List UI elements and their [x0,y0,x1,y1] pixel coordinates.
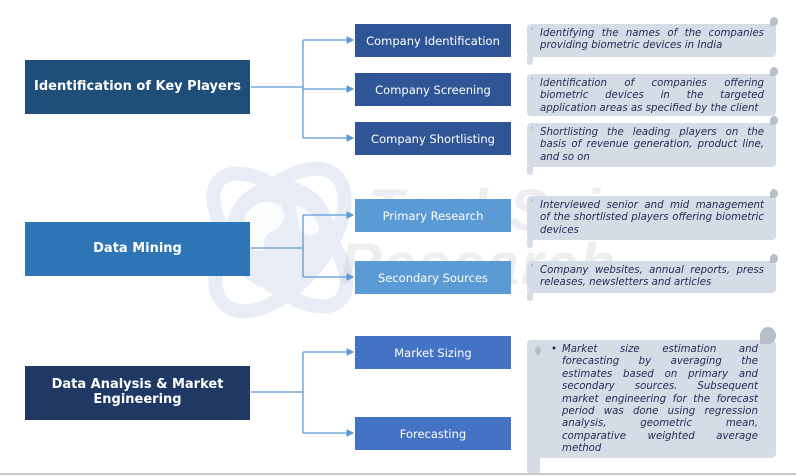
note-company-shortlisting: Shortlisting the leading players on the … [527,116,778,175]
stage-data-analysis-market-engineering: Data Analysis & Market Engineering [25,366,250,420]
step-label: Forecasting [399,426,467,441]
note-text: Company websites, annual reports, press … [540,265,764,289]
step-company-screening: Company Screening [355,73,511,106]
step-forecasting: Forecasting [355,417,511,450]
scroll-tail-icon [527,456,540,474]
step-company-identification: Company Identification [355,24,511,57]
stage-data-mining: Data Mining [25,222,250,276]
scroll-curl-icon [770,67,778,76]
note-secondary-sources: Company websites, annual reports, press … [527,254,778,301]
scroll-tail-icon [527,239,533,248]
scroll-tail-icon [527,166,533,175]
scroll-curl-icon [770,254,778,263]
scroll-dot-icon [531,126,533,129]
step-company-shortlisting: Company Shortlisting [355,122,511,155]
note-text: Market size estimation and forecasting b… [562,344,758,455]
scroll-curl-icon [770,189,778,198]
stage-identification-of-key-players: Identification of Key Players [25,60,250,114]
step-label: Primary Research [382,208,484,223]
bottom-divider [0,473,796,475]
scroll-dot-icon [531,27,533,30]
scroll-dot-icon [531,77,533,80]
step-market-sizing: Market Sizing [355,336,511,369]
stage-title: Identification of Key Players [34,78,241,94]
step-label: Company Screening [375,82,491,97]
bullet-icon: • [551,344,558,355]
step-label: Market Sizing [394,345,472,360]
note-text: Shortlisting the leading players on the … [540,127,764,163]
scroll-dot-icon [531,264,533,267]
scroll-curl-icon [760,327,776,344]
scroll-tail-icon [527,292,533,301]
step-label: Company Identification [366,33,500,48]
note-text: Identification of companies offering bio… [540,78,764,114]
scroll-dot-icon [535,346,541,355]
note-company-identification: Identifying the names of the companies p… [527,17,778,65]
scroll-tail-icon [527,56,533,65]
scroll-curl-icon [770,17,778,26]
step-label: Secondary Sources [377,270,489,285]
note-market-engineering: • Market size estimation and forecasting… [527,327,776,474]
scroll-dot-icon [531,199,533,202]
stage-title: Data Mining [93,240,182,256]
step-secondary-sources: Secondary Sources [355,261,511,294]
note-text: Identifying the names of the companies p… [540,28,764,52]
stage-title: Data Analysis & Market Engineering [51,377,224,407]
note-text: Interviewed senior and mid management of… [540,200,764,236]
note-primary-research: Interviewed senior and mid management of… [527,189,778,248]
note-company-screening: Identification of companies offering bio… [527,67,778,116]
step-primary-research: Primary Research [355,199,511,232]
watermark-globe-icon [206,161,354,319]
scroll-curl-icon [770,116,778,125]
step-label: Company Shortlisting [371,131,495,146]
